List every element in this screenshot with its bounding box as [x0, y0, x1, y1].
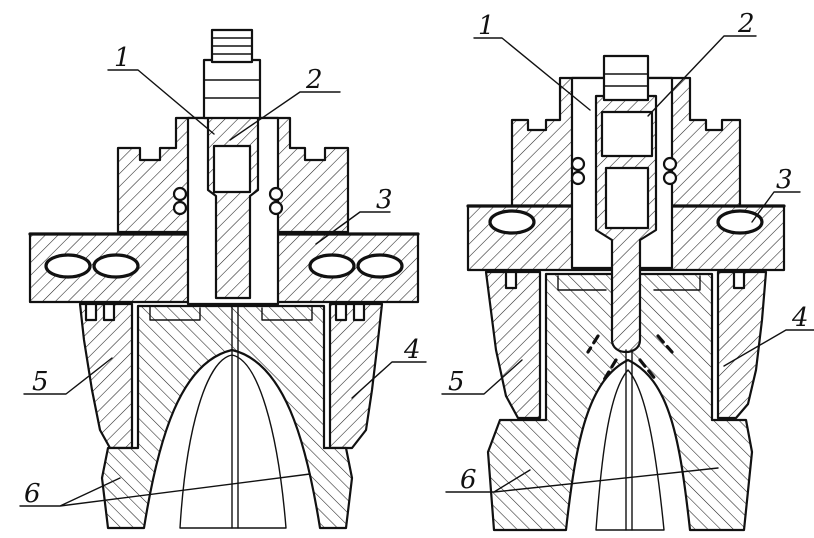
label-left-4: 4: [403, 335, 421, 365]
label-left-5: 5: [32, 367, 49, 397]
right-body-6: [486, 272, 754, 532]
label-right-2: 2: [737, 9, 755, 39]
label-left-3: 3: [376, 185, 393, 215]
label-left-1: 1: [114, 43, 131, 73]
label-left-2: 2: [305, 65, 323, 95]
label-right-6: 6: [460, 465, 477, 495]
left-assembly: [19, 28, 427, 530]
label-right-1: 1: [478, 11, 495, 41]
left-jacket-5: [78, 302, 134, 450]
right-assembly: [441, 35, 814, 532]
label-right-4: 4: [791, 303, 809, 333]
part-labels: 1 2 3 4 5 6 1 2 3 4 5 6: [24, 9, 809, 509]
left-jacket-4: [328, 302, 384, 450]
label-left-6: 6: [24, 479, 41, 509]
right-cavity: [595, 369, 665, 531]
right-jacket-5: [484, 270, 542, 420]
label-right-5: 5: [448, 367, 465, 397]
left-cavity: [179, 354, 287, 529]
right-jacket-4: [716, 270, 768, 420]
left-injector: [206, 110, 260, 300]
label-right-3: 3: [776, 165, 793, 195]
